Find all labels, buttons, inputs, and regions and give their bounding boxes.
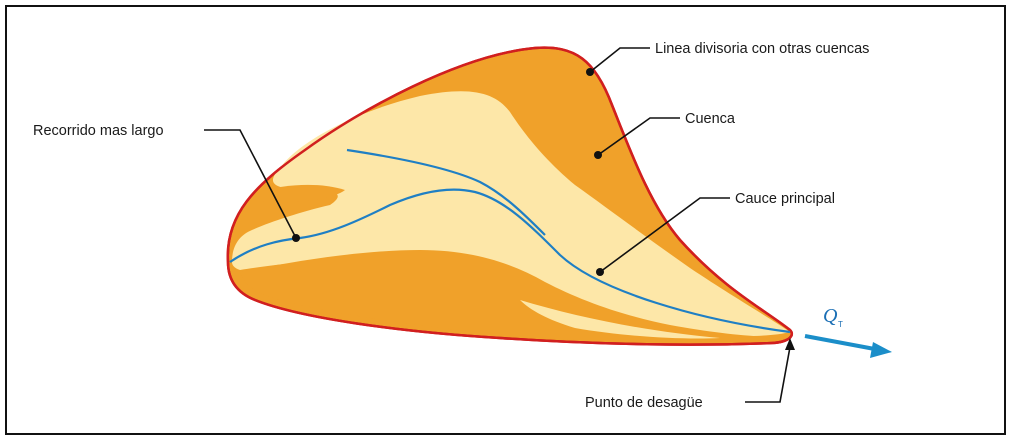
- longest-path-dot: [292, 234, 300, 242]
- basin-dot: [594, 151, 602, 159]
- label-divide: Linea divisoria con otras cuencas: [655, 41, 869, 57]
- label-outlet: Punto de desagüe: [585, 395, 703, 411]
- outflow-arrow-head: [870, 342, 892, 358]
- label-basin: Cuenca: [685, 111, 736, 127]
- outflow-arrow-shaft: [805, 336, 880, 350]
- flow-subscript: T: [838, 320, 843, 329]
- leader-outlet: [745, 347, 790, 402]
- flow-symbol: Q: [823, 305, 838, 327]
- main-channel-dot: [596, 268, 604, 276]
- label-longest-path: Recorrido mas largo: [33, 123, 164, 139]
- leader-divide: [590, 48, 650, 72]
- label-main-channel: Cauce principal: [735, 191, 835, 207]
- divide-dot: [586, 68, 594, 76]
